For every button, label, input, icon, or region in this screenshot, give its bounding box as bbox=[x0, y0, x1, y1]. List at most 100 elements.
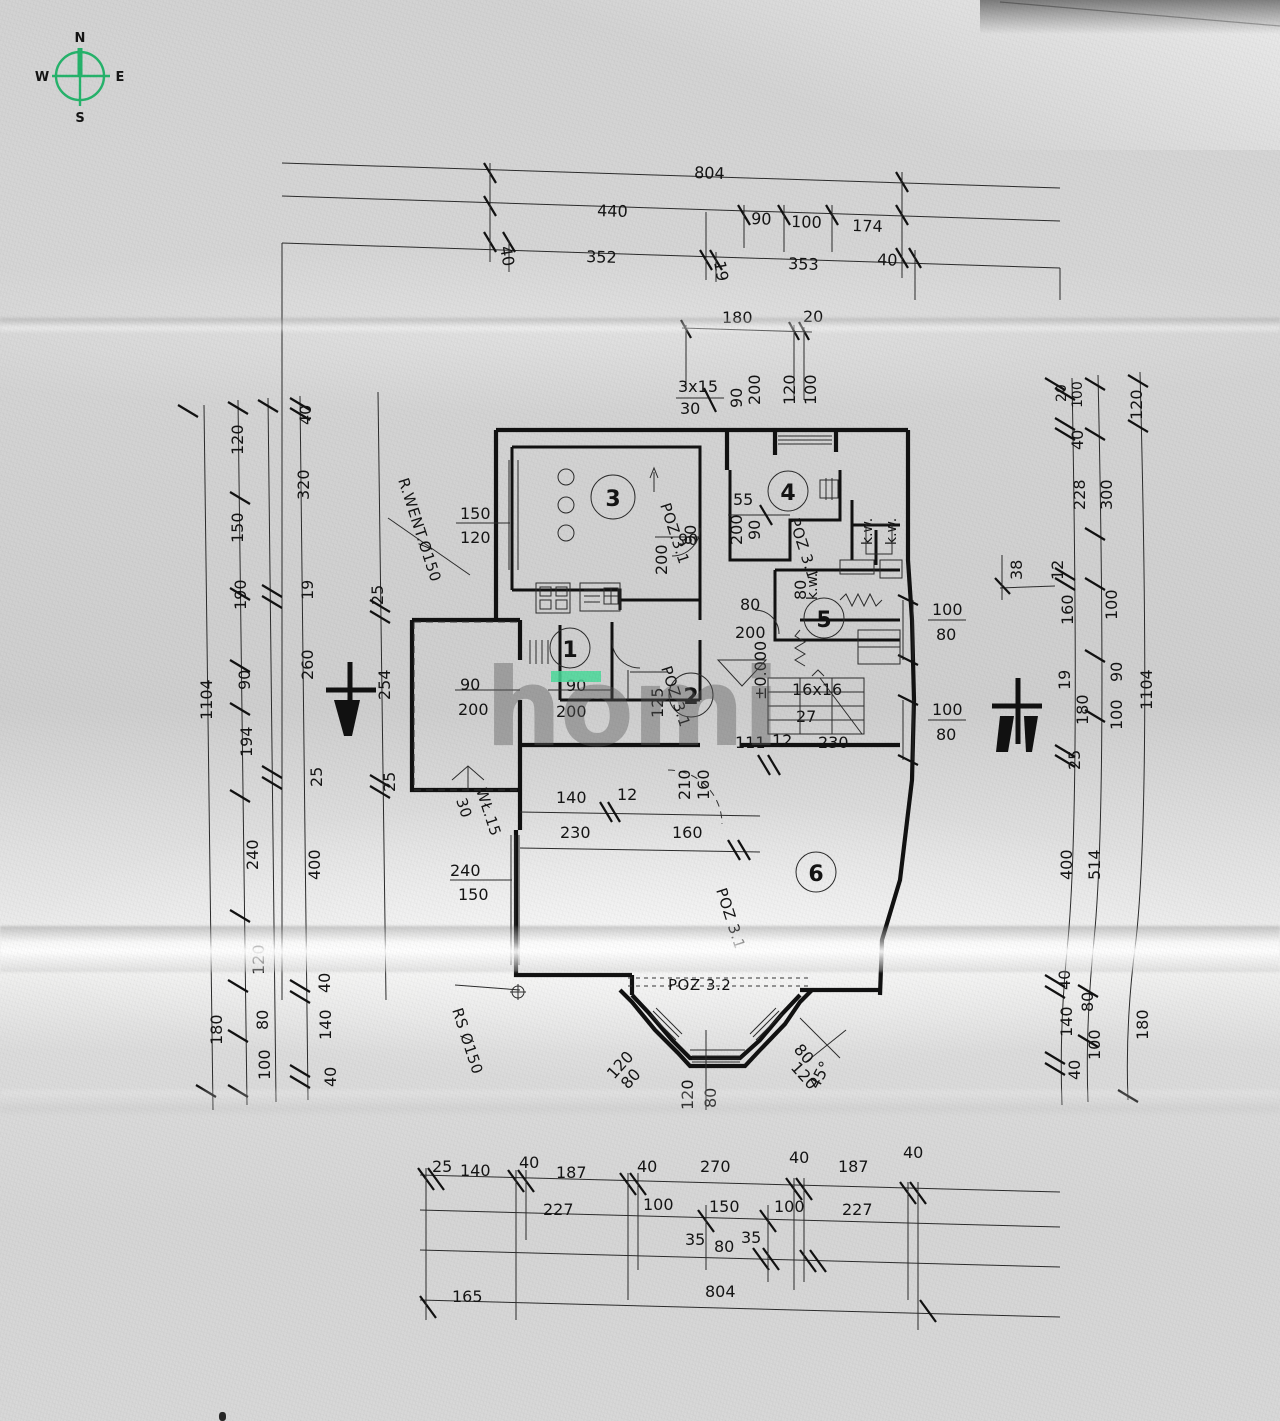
label-wl-30: 30 bbox=[452, 796, 475, 821]
dim-230a: 230 bbox=[818, 733, 849, 752]
opening-200-top: 200 bbox=[745, 374, 764, 405]
opening-80-b: 80 bbox=[791, 580, 810, 600]
dim-top-19: 19 bbox=[710, 259, 732, 282]
room-label-2: 2 bbox=[683, 685, 698, 710]
left-dimension-lines: 120 150 190 90 194 240 120 80 100 40 320… bbox=[177, 391, 399, 1111]
dim-bot-40d: 40 bbox=[903, 1143, 923, 1162]
room-label-1: 1 bbox=[562, 638, 577, 663]
dim-top-353: 353 bbox=[788, 254, 819, 274]
opening-200-a: 200 bbox=[652, 544, 671, 575]
dim-bot-187a: 187 bbox=[556, 1163, 587, 1182]
dim-right-300: 300 bbox=[1097, 479, 1116, 510]
dim-right-120: 120 bbox=[1127, 389, 1146, 420]
dim-left-25c: 25 bbox=[380, 772, 399, 792]
room-label-4: 4 bbox=[780, 481, 795, 506]
label-3x15: 3x15 bbox=[678, 377, 718, 396]
dim-top-352: 352 bbox=[586, 247, 617, 267]
dim-left-25b: 25 bbox=[307, 767, 326, 787]
label-poz31-d: POZ 3.1 bbox=[712, 886, 749, 952]
dim-right-140: 140 bbox=[1057, 1006, 1076, 1037]
dim-top-440: 440 bbox=[597, 201, 628, 221]
compass-north-label: N bbox=[75, 31, 86, 46]
dim-right-228: 228 bbox=[1070, 479, 1089, 510]
dim-bay-80b: 80 bbox=[701, 1088, 720, 1108]
top-dimension-lines: 804 440 90 100 174 40 352 19 353 40 180 … bbox=[281, 162, 1061, 1000]
bay-window: 45° 120 80 120 80 120 80 bbox=[603, 977, 847, 1110]
opening-labels: 150 120 90 200 90 200 55 80 200 80 90 20… bbox=[450, 374, 966, 904]
dim-top-100: 100 bbox=[791, 212, 822, 232]
dim-bot-227a: 227 bbox=[543, 1200, 574, 1219]
label-poz32: POZ 3.2 bbox=[668, 976, 731, 994]
dim-bot-100a: 100 bbox=[643, 1195, 674, 1214]
opening-55: 55 bbox=[733, 490, 753, 509]
section-markers bbox=[326, 662, 1042, 752]
dim-125: 125 bbox=[648, 687, 667, 718]
dim-right-1104: 1104 bbox=[1137, 669, 1156, 710]
opening-200-e: 200 bbox=[556, 702, 587, 721]
dim-bot-227b: 227 bbox=[842, 1200, 873, 1219]
dim-left-140: 140 bbox=[316, 1009, 335, 1040]
room-bubble-1 bbox=[549, 627, 591, 669]
room-bubble-4 bbox=[767, 470, 809, 512]
dim-right-100c: 100 bbox=[1085, 1029, 1104, 1060]
paper-speck bbox=[219, 1412, 226, 1421]
dim-bot-80: 80 bbox=[714, 1237, 734, 1256]
label-stair-run: 27 bbox=[796, 707, 816, 726]
level-marker-group: ±0.000 bbox=[716, 641, 770, 700]
dim-bay-120b: 120 bbox=[678, 1079, 697, 1110]
dim-bot-165: 165 bbox=[452, 1287, 483, 1306]
dim-12b: 12 bbox=[617, 785, 637, 804]
dim-right-100a: 100 bbox=[1102, 589, 1121, 620]
dim-160b: 160 bbox=[672, 823, 703, 842]
room-bubble-5 bbox=[803, 597, 845, 639]
opening-80-a: 80 bbox=[740, 595, 760, 614]
room-bubble-3 bbox=[590, 474, 636, 520]
dim-bot-140: 140 bbox=[460, 1161, 491, 1180]
compass-south-label: S bbox=[75, 111, 84, 124]
dim-right-100d: 100 bbox=[1070, 381, 1086, 408]
compass-rose: N S E W bbox=[30, 24, 130, 124]
dim-top-804: 804 bbox=[694, 163, 725, 183]
opening-120-bot: 120 bbox=[460, 528, 491, 547]
dim-top-90: 90 bbox=[751, 209, 772, 229]
opening-200-c: 200 bbox=[735, 623, 766, 642]
dim-left-180: 180 bbox=[207, 1014, 226, 1045]
opening-160: 160 bbox=[694, 769, 713, 800]
opening-90-b: 90 bbox=[745, 520, 764, 540]
dim-bot-100b: 100 bbox=[774, 1197, 805, 1216]
dim-left-25a: 25 bbox=[368, 585, 387, 605]
opening-200-d: 200 bbox=[458, 700, 489, 719]
opening-100-top: 100 bbox=[801, 374, 820, 405]
room-label-3: 3 bbox=[605, 487, 620, 512]
room-numbers: 3 4 5 1 2 6 bbox=[549, 470, 845, 893]
dim-230b: 230 bbox=[560, 823, 591, 842]
label-rs150: RS Ø150 bbox=[448, 1006, 486, 1077]
opening-210: 210 bbox=[675, 769, 694, 800]
opening-240: 240 bbox=[450, 861, 481, 880]
dim-left-40a: 40 bbox=[296, 405, 315, 425]
opening-200-b: 200 bbox=[727, 514, 746, 545]
dim-bot-804: 804 bbox=[705, 1282, 736, 1301]
dim-left-80: 80 bbox=[253, 1010, 272, 1030]
dim-top-40a: 40 bbox=[496, 244, 518, 267]
dim-left-100: 100 bbox=[255, 1049, 274, 1080]
opening-80-c: 80 bbox=[936, 625, 956, 644]
dim-right-38: 38 bbox=[1007, 560, 1026, 580]
dim-left-194: 194 bbox=[237, 726, 256, 757]
dim-left-1104: 1104 bbox=[197, 679, 216, 720]
fixtures bbox=[529, 468, 903, 735]
opening-100-b: 100 bbox=[932, 700, 963, 719]
opening-80-d: 80 bbox=[936, 725, 956, 744]
opening-150-top: 150 bbox=[460, 504, 491, 523]
dim-left-90: 90 bbox=[235, 670, 254, 690]
dim-right-40b: 40 bbox=[1055, 970, 1074, 990]
dim-right-180: 180 bbox=[1073, 694, 1092, 725]
dim-12a: 12 bbox=[772, 731, 792, 750]
room-bubble-6 bbox=[795, 851, 837, 893]
dim-right-40a: 40 bbox=[1068, 430, 1087, 450]
dim-bot-35b: 35 bbox=[741, 1228, 761, 1247]
dim-bot-25: 25 bbox=[432, 1157, 452, 1176]
label-kw-1: k.w. bbox=[860, 518, 876, 545]
